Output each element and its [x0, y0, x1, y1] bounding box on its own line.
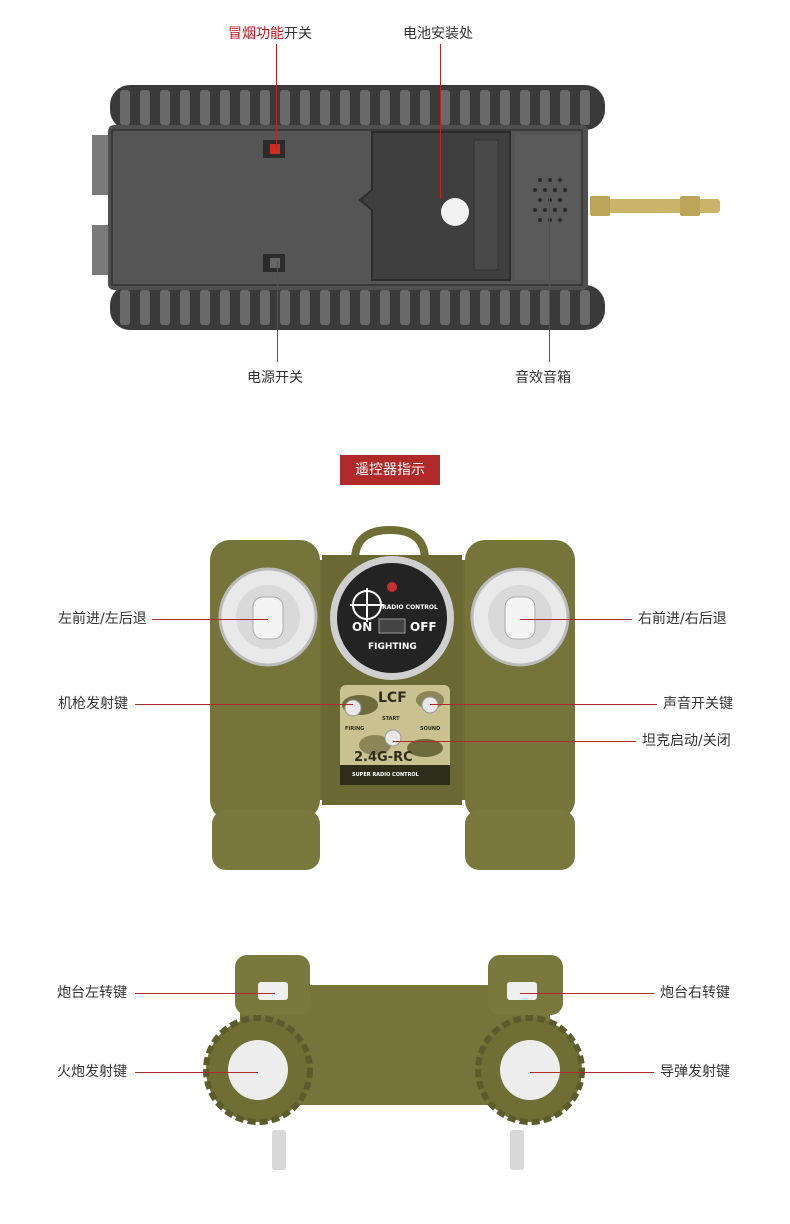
right-stick-leader: [520, 619, 632, 620]
speaker-label: 音效音箱: [515, 370, 571, 386]
tank-power-label: 坦克启动/关闭: [642, 733, 731, 749]
remote-section-title: 遥控器指示: [340, 455, 440, 485]
power-switch-leader: [277, 262, 278, 362]
left-stick-label: 左前进/左后退: [58, 611, 147, 627]
mg-fire-leader: [135, 704, 353, 705]
speaker-leader: [549, 196, 550, 362]
smoke-switch-leader: [276, 44, 277, 149]
smoke-switch-label: 冒烟功能开关: [228, 26, 312, 42]
cannon-fire-leader: [135, 1072, 258, 1073]
panel-off: OFF: [410, 620, 437, 634]
battery-leader: [440, 44, 441, 199]
missile-fire-leader: [530, 1072, 654, 1073]
panel-super: SUPER RADIO CONTROL: [352, 772, 419, 778]
missile-fire-label: 导弹发射键: [660, 1064, 730, 1080]
panel-brand: LCF: [378, 690, 407, 706]
power-switch-label: 电源开关: [247, 370, 303, 386]
panel-firing: FIRING: [345, 726, 365, 732]
turret-left-leader: [135, 993, 275, 994]
panel-sound: SOUND: [420, 726, 441, 732]
sound-switch-label: 声音开关键: [663, 696, 733, 712]
smoke-switch-label-rest: 开关: [284, 26, 312, 42]
turret-right-label: 炮台右转键: [660, 985, 730, 1001]
panel-start: START: [382, 716, 400, 722]
panel-on: ON: [352, 620, 373, 634]
panel-model: 2.4G-RC: [354, 750, 413, 765]
cannon-fire-label: 火炮发射键: [57, 1064, 127, 1080]
panel-radio-control: RADIO CONTROL: [382, 604, 438, 611]
tank-power-leader: [393, 741, 636, 742]
right-stick-label: 右前进/右后退: [638, 611, 727, 627]
mg-fire-label: 机枪发射键: [58, 696, 128, 712]
turret-left-label: 炮台左转键: [57, 985, 127, 1001]
panel-fighting: FIGHTING: [368, 642, 417, 652]
sound-switch-leader: [430, 704, 657, 705]
smoke-switch-label-red: 冒烟功能: [228, 26, 284, 42]
turret-right-leader: [520, 993, 654, 994]
battery-label: 电池安装处: [403, 26, 473, 42]
left-stick-leader: [152, 619, 268, 620]
